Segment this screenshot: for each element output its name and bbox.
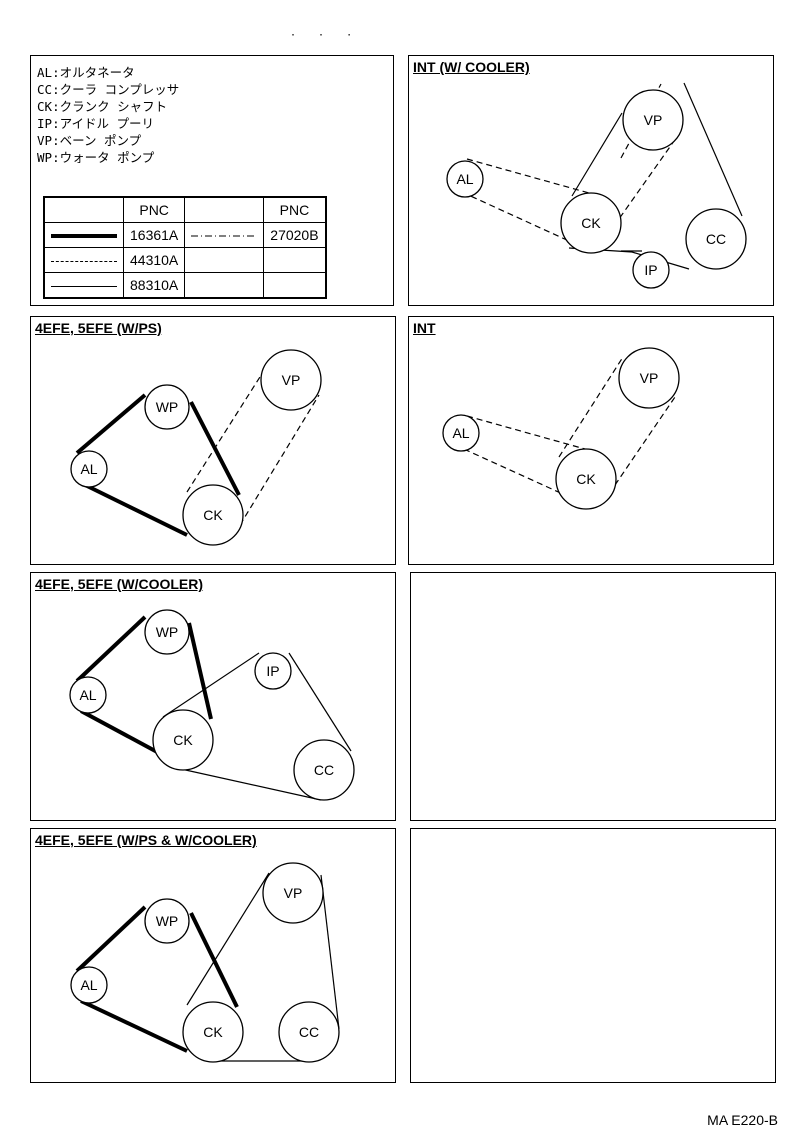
- pulley-label: CK: [576, 471, 596, 487]
- pnc-table: PNC PNC 16361A 27020B 44310A 88310A: [43, 196, 327, 299]
- legend-item: VP:ベーン ポンプ: [37, 133, 142, 148]
- line-sample-thick: [43, 222, 124, 248]
- pnc-value: 88310A: [122, 272, 186, 299]
- legend-list: AL:オルタネータ CC:クーラ コンプレッサ CK:クランク シャフト IP:…: [37, 64, 179, 166]
- pulley-wp: [144, 609, 190, 655]
- pulley-vp: [618, 347, 680, 409]
- pulley-ck: [555, 448, 617, 510]
- pulley-label: CK: [203, 507, 223, 523]
- legend-item: CK:クランク シャフト: [37, 99, 168, 114]
- panel-empty: [410, 828, 776, 1083]
- pulley-al: [69, 676, 107, 714]
- legend-item: CC:クーラ コンプレッサ: [37, 82, 180, 97]
- pulley-al: [446, 160, 484, 198]
- panel-title: 4EFE, 5EFE (W/PS): [35, 320, 162, 336]
- pulley-ck: [560, 192, 622, 254]
- pulley-label: CK: [581, 215, 601, 231]
- belt-diagram: AL WP IP CK CC: [69, 609, 355, 801]
- line-sample-thin: [43, 272, 124, 299]
- table-cell: [43, 196, 124, 223]
- table-row: 88310A: [43, 272, 327, 299]
- pulley-label: VP: [282, 372, 301, 388]
- pulley-cc: [278, 1001, 340, 1063]
- table-cell: [263, 272, 327, 299]
- pulley-al: [70, 450, 108, 488]
- panel-empty: [410, 572, 776, 821]
- legend-item: AL:オルタネータ: [37, 65, 135, 80]
- pulley-label: CC: [314, 762, 334, 778]
- line-sample-dashed: [43, 247, 124, 273]
- legend-item: IP:アイドル プーリ: [37, 116, 154, 131]
- pnc-value: 27020B: [263, 222, 327, 248]
- panel-title: INT (W/ COOLER): [413, 59, 530, 75]
- pulley-label: AL: [452, 425, 469, 441]
- table-cell: [263, 247, 327, 273]
- pulley-label: AL: [80, 977, 97, 993]
- belt-dashed: [454, 356, 676, 496]
- belt-thick: [75, 905, 239, 1053]
- panel-title: INT: [413, 320, 436, 336]
- figure-code: MA E220-B: [707, 1112, 778, 1128]
- legend-item: WP:ウォータ ポンプ: [37, 150, 155, 165]
- pulley-wp: [144, 384, 190, 430]
- pulley-label: CK: [173, 732, 193, 748]
- panel-efe-ps-cooler: 4EFE, 5EFE (W/PS & W/COOLER) AL WP VP CK…: [30, 828, 396, 1083]
- pulley-ck: [182, 1001, 244, 1063]
- pulley-cc: [293, 739, 355, 801]
- pulley-label: CC: [706, 231, 726, 247]
- pnc-header: PNC: [122, 196, 186, 223]
- table-row: 16361A 27020B: [43, 222, 327, 248]
- pulley-label: WP: [156, 624, 179, 640]
- belt-thin: [186, 872, 340, 1062]
- line-sample-dashdot: [184, 222, 265, 248]
- pulley-label: WP: [156, 913, 179, 929]
- pulley-ip: [632, 251, 670, 289]
- pulley-ck: [152, 709, 214, 771]
- belt-diagram: AL WP VP CK: [70, 349, 322, 546]
- pulley-label: WP: [156, 399, 179, 415]
- table-cell: [184, 196, 265, 223]
- pulley-label: IP: [266, 663, 279, 679]
- pulley-al: [442, 414, 480, 452]
- pulley-label: CC: [299, 1024, 319, 1040]
- table-cell: [184, 272, 265, 299]
- belt-thick: [75, 615, 213, 755]
- top-marks: · · ·: [290, 30, 361, 41]
- table-cell: [184, 247, 265, 273]
- belt-dashed: [186, 368, 320, 526]
- table-header-row: PNC PNC: [43, 196, 327, 223]
- pulley-vp: [260, 349, 322, 411]
- pulley-wp: [144, 898, 190, 944]
- pulley-vp: [622, 89, 684, 151]
- panel-int: INT AL VP CK: [408, 316, 774, 565]
- pnc-header: PNC: [263, 196, 327, 223]
- pulley-label: VP: [640, 370, 659, 386]
- belt-diagram: AL VP CK CC IP: [446, 82, 747, 289]
- pulley-label: AL: [80, 461, 97, 477]
- pulley-label: VP: [284, 885, 303, 901]
- table-row: 44310A: [43, 247, 327, 273]
- pulley-label: AL: [456, 171, 473, 187]
- panel-efe-cooler: 4EFE, 5EFE (W/COOLER) AL WP IP CK CC: [30, 572, 396, 821]
- panel-efe-ps: 4EFE, 5EFE (W/PS) AL WP VP CK: [30, 316, 396, 565]
- belt-thin: [162, 652, 352, 801]
- pulley-label: AL: [79, 687, 96, 703]
- panel-int-cooler: INT (W/ COOLER) AL VP CK CC IP: [408, 55, 774, 306]
- pnc-value: 44310A: [122, 247, 186, 273]
- panel-title: 4EFE, 5EFE (W/COOLER): [35, 576, 204, 592]
- belt-diagram: AL VP CK: [442, 347, 680, 510]
- pulley-cc: [685, 208, 747, 270]
- legend-panel: AL:オルタネータ CC:クーラ コンプレッサ CK:クランク シャフト IP:…: [30, 55, 394, 306]
- pulley-ip: [254, 652, 292, 690]
- pulley-label: CK: [203, 1024, 223, 1040]
- pulley-label: VP: [644, 112, 663, 128]
- pulley-label: IP: [644, 262, 657, 278]
- panel-title: 4EFE, 5EFE (W/PS & W/COOLER): [35, 832, 257, 848]
- pulley-ck: [182, 484, 244, 546]
- belt-diagram: AL WP VP CK CC: [70, 862, 340, 1063]
- pulley-vp: [262, 862, 324, 924]
- pnc-value: 16361A: [122, 222, 186, 248]
- pulley-al: [70, 966, 108, 1004]
